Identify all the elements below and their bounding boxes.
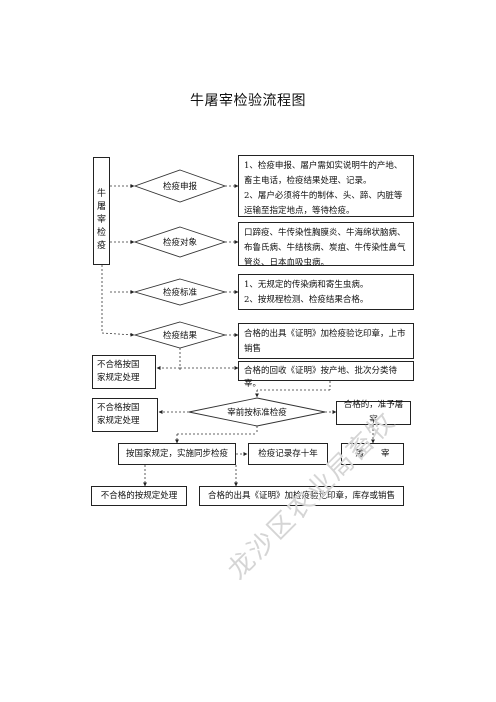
diamond-pre-slaughter-label: 宰前按标准检疫 — [227, 408, 287, 418]
pass-slaughter-box: 合格的，准予屠宰 — [336, 400, 411, 425]
apply-detail-box: 1、检疫申报、屠户需如实说明牛的产地、 畜主电话，检疫结果处理、记录。 2、屠户… — [238, 155, 414, 217]
record-box: 检疫记录存十年 — [248, 443, 328, 465]
text-line: 不合格按国 — [97, 360, 140, 370]
text-line: 畜主电话，检疫结果处理、记录。 — [244, 176, 372, 186]
text-line: 2、按规程检测、检疫结果合格。 — [244, 295, 369, 305]
side-label-char: 检 — [96, 228, 106, 238]
diamond-standard-label: 检疫标准 — [162, 288, 197, 298]
diamond-apply-label: 检疫申报 — [162, 182, 197, 192]
text-line: 1、无规定的传染病和寄生虫病。 — [244, 280, 369, 290]
result-pass-box: 合格的出具《证明》加检疫验讫印章，上市 销售 — [238, 323, 414, 359]
text-line: 家规定处理 — [97, 416, 140, 426]
text-line: 1、检疫申报、屠户需如实说明牛的产地、 — [244, 161, 403, 171]
side-label-char: 疫 — [96, 241, 106, 251]
page-title: 牛屠宰检验流程图 — [190, 93, 306, 109]
fail-handle-box-1: 不合格按国 家规定处理 — [92, 355, 156, 389]
text-line: 家规定处理 — [97, 373, 140, 383]
text-line: 合格的回收《证明》按产地、批次分类待宰。 — [244, 366, 398, 389]
diamond-object — [133, 226, 227, 258]
side-label-char: 屠 — [96, 202, 106, 212]
side-label-char: 宰 — [96, 215, 106, 225]
object-detail-box: 口蹄疫、牛传染性胸膜炎、牛海绵状脑病、 布鲁氏病、牛结核病、炭疽、牛传染性鼻气 … — [238, 222, 414, 268]
diamond-standard — [133, 278, 227, 306]
fail-handle-box-2: 不合格按国 家规定处理 — [92, 398, 158, 432]
pass-final-box: 合格的出具《证明》加检疫验讫印章，库存或销售 — [199, 486, 404, 506]
text-line: 2、屠户必须将牛的制体、头、蹄、内脏等 — [244, 191, 403, 201]
text-line: 合格的出具《证明》加检疫验讫印章，上市 — [244, 329, 406, 339]
text-line: 运输至指定地点，等待检疫。 — [244, 206, 355, 216]
text-line: 口蹄疫、牛传染性胸膜炎、牛海绵状脑病、 — [244, 228, 406, 238]
standard-detail-box: 1、无规定的传染病和寄生虫病。 2、按规程检测、检疫结果合格。 — [238, 274, 414, 310]
text-line: 管炎、日本血吸虫病。 — [244, 258, 330, 268]
diamond-object-label: 检疫对象 — [162, 238, 197, 248]
side-label-slaughter-quarantine: 牛 屠 宰 检 疫 — [93, 157, 110, 265]
fail-final-box: 不合格的按规定处理 — [91, 486, 187, 506]
diamond-apply — [133, 169, 227, 203]
side-label-char: 牛 — [96, 189, 106, 199]
text-line: 销售 — [244, 344, 262, 354]
result-fail-box: 合格的回收《证明》按产地、批次分类待宰。 — [238, 361, 414, 389]
slaughter-box: 屠 宰 — [341, 443, 404, 465]
diamond-result-label: 检疫结果 — [162, 331, 197, 341]
text-line: 不合格按国 — [97, 403, 140, 413]
text-line: 布鲁氏病、牛结核病、炭疽、牛传染性鼻气 — [244, 243, 406, 253]
sync-inspect-box: 按国家规定，实施同步检疫 — [118, 443, 236, 465]
